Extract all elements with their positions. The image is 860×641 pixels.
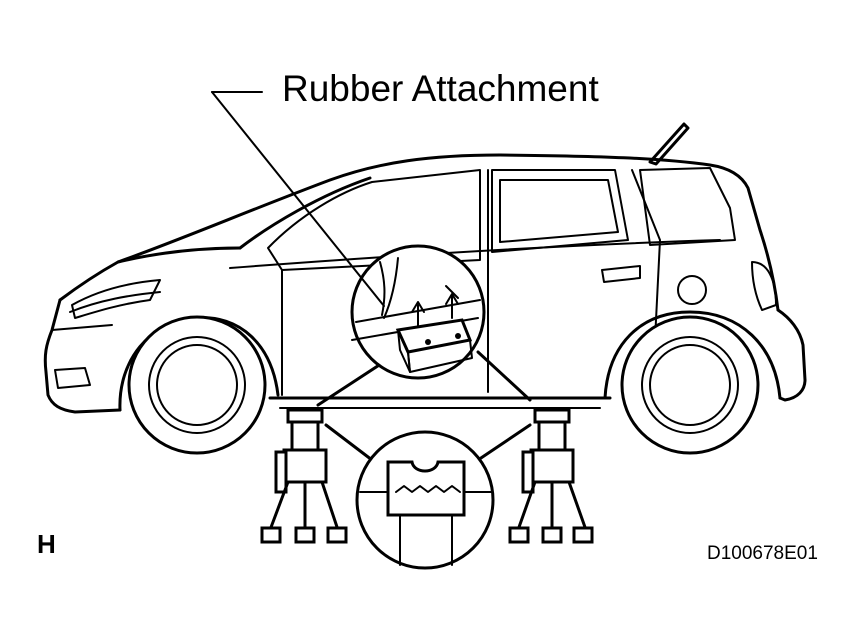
antenna (648, 122, 690, 166)
jack-stand-front (260, 408, 348, 544)
detail-bubble-stand-head (324, 423, 532, 570)
rear-wheel (620, 315, 760, 455)
jack-stand-rear (508, 408, 594, 544)
detail-bubble-attachment (316, 244, 532, 407)
rubber-attachment-label: Rubber Attachment (282, 68, 599, 109)
view-code-label: H (37, 529, 56, 559)
figure-id-label: D100678E01 (707, 543, 818, 564)
front-wheel (127, 315, 267, 455)
callout-leader-line (211, 91, 385, 307)
car-body (43, 153, 807, 414)
